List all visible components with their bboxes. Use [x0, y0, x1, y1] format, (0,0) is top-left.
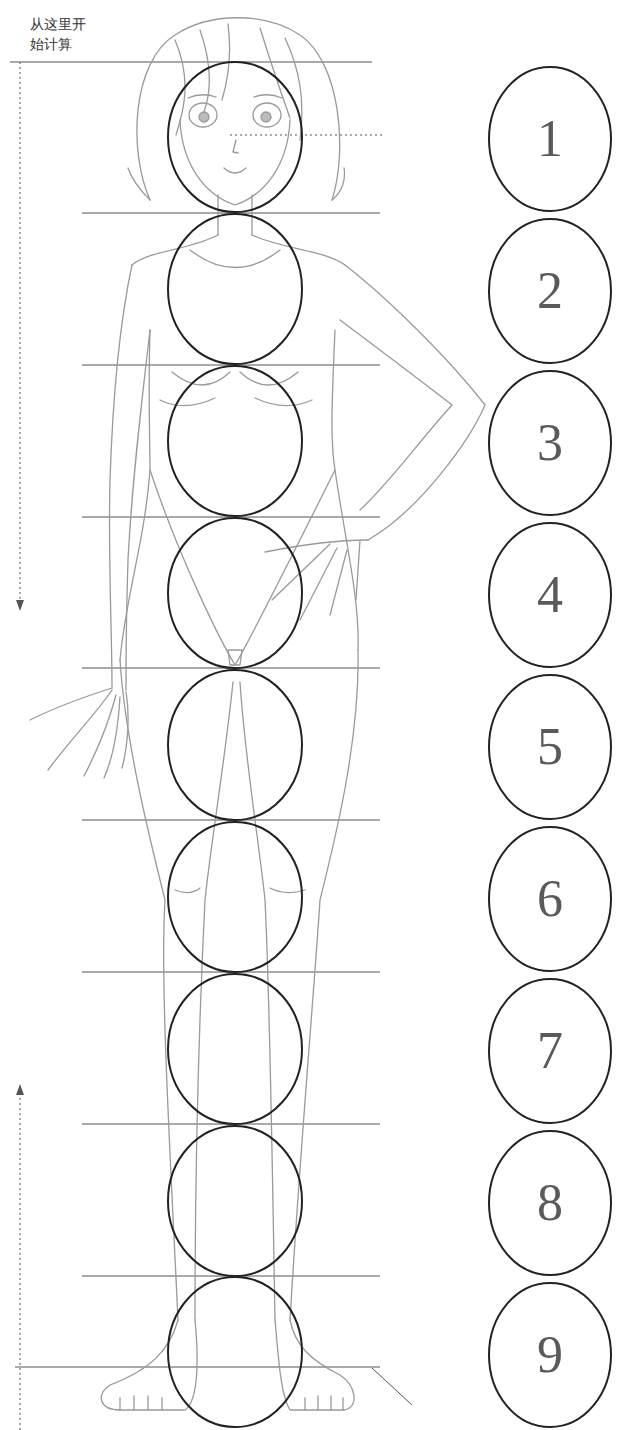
eyebrow — [188, 95, 282, 98]
arm — [126, 330, 150, 690]
head-unit-circle — [168, 366, 302, 516]
circle-outline — [489, 1283, 611, 1427]
hair-strand — [175, 24, 302, 140]
dashed-arrow — [20, 62, 21, 600]
hand — [265, 540, 368, 620]
number-circle: 1 — [488, 66, 612, 212]
eye — [253, 103, 281, 127]
eye-line — [230, 135, 382, 136]
head-unit-circle — [168, 62, 302, 212]
toe — [305, 1396, 343, 1410]
leg — [240, 682, 275, 1320]
toe — [120, 1396, 162, 1410]
bikini — [228, 650, 242, 665]
knee — [175, 888, 305, 893]
number-circle: 5 — [488, 674, 612, 820]
circle-outline — [489, 523, 611, 667]
top-edge — [160, 398, 312, 406]
guide-line — [372, 1368, 412, 1405]
proportion-number: 9 — [537, 1329, 563, 1381]
proportion-number: 6 — [537, 873, 563, 925]
arm — [340, 320, 452, 510]
torso — [332, 330, 358, 650]
number-circle: 7 — [488, 978, 612, 1124]
eye — [189, 103, 217, 127]
neckline — [190, 250, 280, 268]
head-unit-circle — [168, 1277, 302, 1427]
circle-outline — [489, 675, 611, 819]
arm — [109, 265, 132, 688]
head-unit-circle — [168, 1126, 302, 1276]
shoulder — [132, 235, 345, 265]
number-circle: 4 — [488, 522, 612, 668]
proportion-number: 8 — [537, 1177, 563, 1229]
proportion-number: 7 — [537, 1025, 563, 1077]
arrow-head — [16, 600, 24, 611]
circle-outline — [489, 67, 611, 211]
face — [180, 120, 290, 205]
circle-outline — [489, 979, 611, 1123]
proportion-number: 3 — [537, 417, 563, 469]
number-circle: 3 — [488, 370, 612, 516]
number-circle: 9 — [488, 1282, 612, 1428]
number-circle: 6 — [488, 826, 612, 972]
circle-outline — [489, 219, 611, 363]
number-circle: 2 — [488, 218, 612, 364]
leg — [195, 682, 233, 1320]
number-circle: 8 — [488, 1130, 612, 1276]
foot — [101, 1320, 197, 1410]
pupil — [261, 112, 271, 122]
hair — [137, 18, 340, 200]
proportion-number: 5 — [537, 721, 563, 773]
proportion-number: 1 — [537, 113, 563, 165]
circle-outline — [489, 1131, 611, 1275]
head-unit-circle — [168, 518, 302, 668]
chest — [172, 372, 298, 385]
note-label: 从这里开始计算 — [30, 14, 89, 55]
torso — [120, 330, 150, 660]
circle-outline — [489, 371, 611, 515]
hair — [128, 168, 345, 200]
proportion-number: 2 — [537, 265, 563, 317]
arm — [345, 265, 485, 540]
head-unit-circle — [168, 822, 302, 972]
foot — [275, 1320, 354, 1410]
circle-outline — [489, 827, 611, 971]
guide-line — [10, 62, 372, 63]
hand — [30, 688, 128, 778]
nose — [233, 140, 238, 153]
head-unit-circle — [168, 670, 302, 820]
head-unit-circle — [168, 974, 302, 1124]
proportion-number: 4 — [537, 569, 563, 621]
mouth — [224, 168, 246, 173]
dashed-arrow — [20, 1095, 21, 1430]
head-unit-circle — [168, 214, 302, 364]
arrow-head — [16, 1084, 24, 1095]
bikini — [150, 470, 335, 665]
pupil — [199, 112, 209, 122]
